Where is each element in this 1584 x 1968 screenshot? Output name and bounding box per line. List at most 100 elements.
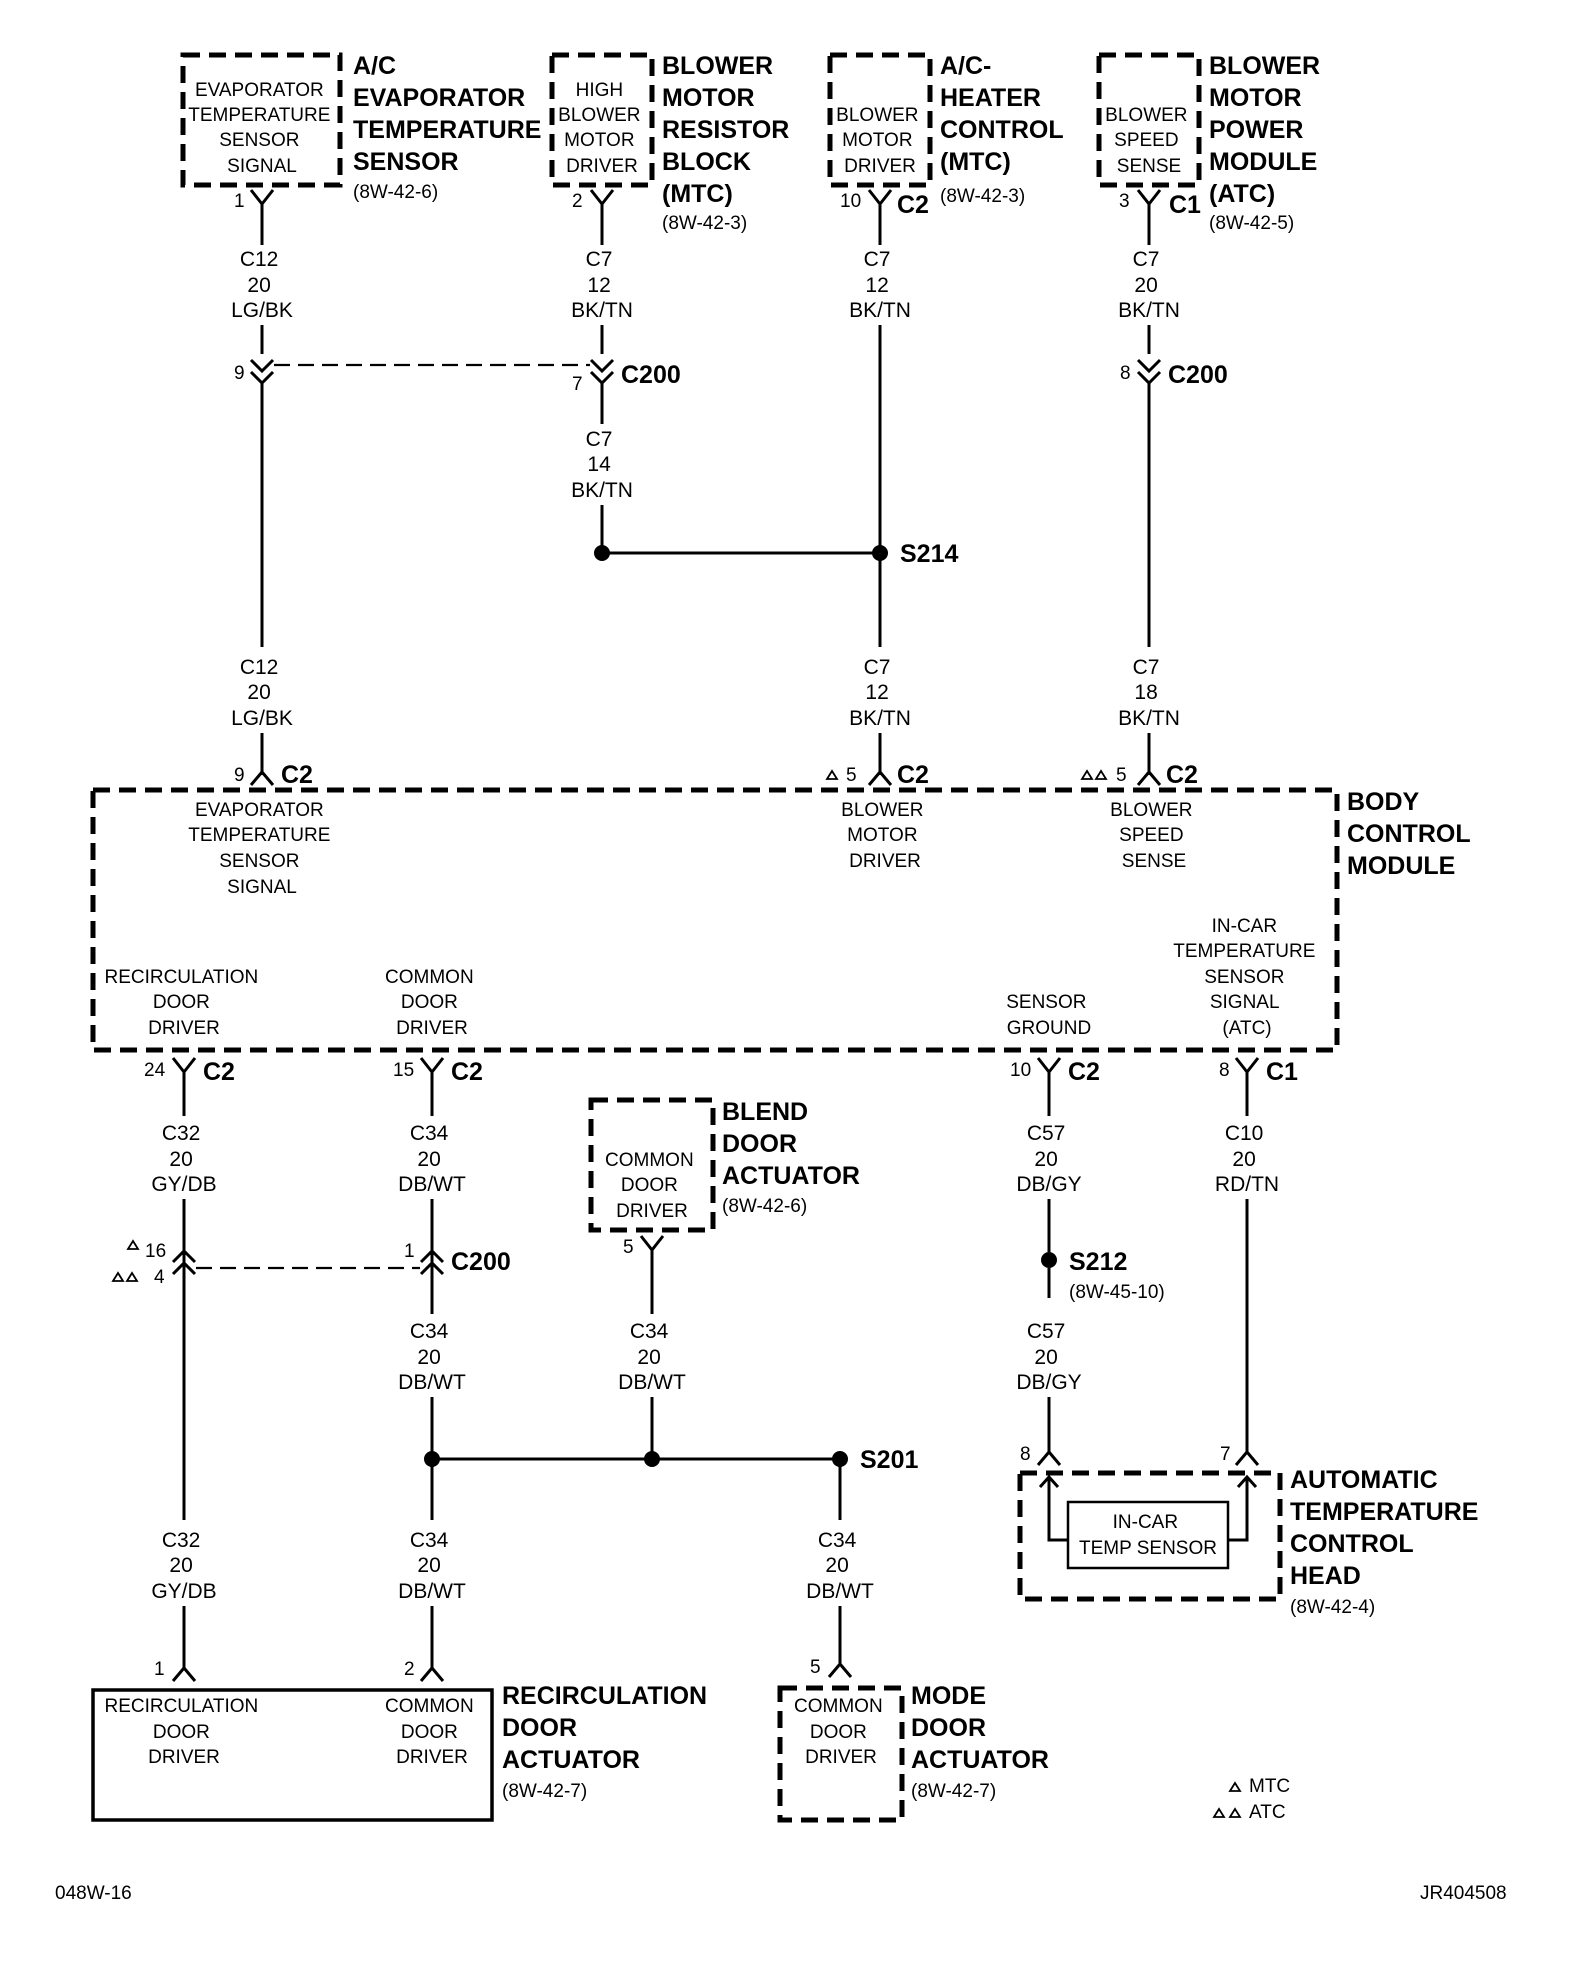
evap-sensor-pin-label: EVAPORATOR TEMPERATURE SENSOR SIGNAL bbox=[188, 80, 335, 177]
splice-s212-ref: (8W-45-10) bbox=[1069, 1282, 1165, 1303]
c200-connector-top: 9 7 C200 8 C200 bbox=[234, 358, 1228, 400]
svg-text:C7 20 BK/TN: C7 20 BK/TN bbox=[1118, 248, 1180, 322]
bcm-speed-sense-label: BLOWER SPEED SENSE bbox=[1110, 800, 1198, 872]
bottom-wire-stubs bbox=[182, 1606, 842, 1668]
heater-control-ref: (8W-42-3) bbox=[940, 186, 1025, 207]
splice-dot bbox=[594, 545, 610, 561]
body-control-module: BODY CONTROL MODULE EVAPORATOR TEMPERATU… bbox=[90, 787, 1477, 1053]
bcm-ground-pin: 10 bbox=[1010, 1060, 1031, 1081]
bcm-incar-pin: 8 bbox=[1219, 1060, 1230, 1081]
svg-text:C32 20 GY/DB: C32 20 GY/DB bbox=[151, 1529, 216, 1603]
c200-bottom-label: C200 bbox=[451, 1248, 511, 1276]
wire-label-w17: C34 20 DB/WT bbox=[398, 1529, 466, 1603]
bcm-speed-sense-pin: 5 bbox=[1116, 765, 1127, 786]
blend-door-title: BLEND DOOR ACTUATOR bbox=[722, 1098, 860, 1190]
bcm-blower-driver-label: BLOWER MOTOR DRIVER bbox=[841, 800, 929, 872]
splice-dot bbox=[644, 1451, 660, 1467]
bcm-recirc-label: RECIRCULATION DOOR DRIVER bbox=[104, 967, 263, 1039]
atc-marker bbox=[1228, 1807, 1242, 1818]
wire-label-w18: C34 20 DB/WT bbox=[806, 1529, 874, 1603]
bcm-ground-connector: C2 bbox=[1068, 1058, 1100, 1086]
wire-label-w14: C34 20 DB/WT bbox=[618, 1320, 686, 1394]
heater-control-title: A/C- HEATER CONTROL (MTC) bbox=[940, 52, 1070, 176]
wire-label-w11: C57 20 DB/GY bbox=[1016, 1122, 1081, 1196]
power-module-ref: (8W-42-5) bbox=[1209, 213, 1294, 234]
resistor-block-pin-label: HIGH BLOWER MOTOR DRIVER bbox=[558, 80, 646, 177]
bcm-title: BODY CONTROL MODULE bbox=[1347, 788, 1477, 880]
svg-text:C7 12 BK/TN: C7 12 BK/TN bbox=[849, 656, 911, 730]
c200-bottom-pin-atc: 4 bbox=[154, 1267, 165, 1288]
bcm-evap-pin: 9 bbox=[234, 765, 245, 786]
splice-dot bbox=[1041, 1252, 1057, 1268]
blend-door-pin-label: COMMON DOOR DRIVER bbox=[605, 1150, 699, 1222]
wire-label-w7: C7 12 BK/TN bbox=[849, 656, 911, 730]
bcm-incar-connector: C1 bbox=[1266, 1058, 1298, 1086]
wire-label-w10: C34 20 DB/WT bbox=[398, 1122, 466, 1196]
vertical-wires-lower bbox=[182, 1262, 1051, 1520]
recirc-actuator-right-label: COMMON DOOR DRIVER bbox=[385, 1696, 479, 1768]
splice-s212-label: S212 bbox=[1069, 1248, 1127, 1276]
splice-s201: S201 bbox=[424, 1446, 918, 1474]
splice-dot bbox=[424, 1451, 440, 1467]
atc-marker bbox=[1094, 769, 1108, 780]
resistor-block-pin: 2 bbox=[572, 191, 583, 212]
svg-text:C34 20 DB/WT: C34 20 DB/WT bbox=[398, 1122, 466, 1196]
atc-marker bbox=[1080, 769, 1094, 780]
c200-top-pin-9: 9 bbox=[234, 363, 245, 384]
svg-text:C12 20 LG/BK: C12 20 LG/BK bbox=[231, 248, 293, 322]
wire-label-w9: C32 20 GY/DB bbox=[151, 1122, 216, 1196]
a-c-heater-control: BLOWER MOTOR DRIVER A/C- HEATER CONTROL … bbox=[827, 52, 1070, 219]
mtc-marker bbox=[1228, 1781, 1242, 1792]
power-module-connector: C1 bbox=[1169, 191, 1201, 219]
svg-text:C10 20 RD/TN: C10 20 RD/TN bbox=[1215, 1122, 1279, 1196]
splice-s212: S212 (8W-45-10) bbox=[1041, 1248, 1165, 1303]
atc-head-pin-7: 7 bbox=[1220, 1444, 1231, 1465]
atc-marker bbox=[1212, 1807, 1226, 1818]
svg-text:C34 20 DB/WT: C34 20 DB/WT bbox=[398, 1529, 466, 1603]
mode-door-ref: (8W-42-7) bbox=[911, 1781, 996, 1802]
wire-label-w15: C57 20 DB/GY bbox=[1016, 1320, 1081, 1394]
splice-s214: S214 bbox=[594, 540, 958, 568]
wire-label-w4: C7 20 BK/TN bbox=[1118, 248, 1180, 322]
blend-door-pin: 5 bbox=[623, 1237, 634, 1258]
legend-mtc: MTC bbox=[1249, 1776, 1290, 1797]
bcm-recirc-connector: C2 bbox=[203, 1058, 235, 1086]
legend-atc: ATC bbox=[1249, 1802, 1286, 1823]
wire-label-w12: C10 20 RD/TN bbox=[1215, 1122, 1279, 1196]
svg-text:C57 20 DB/GY: C57 20 DB/GY bbox=[1016, 1320, 1081, 1394]
bcm-blower-driver-pin: 5 bbox=[846, 765, 857, 786]
bcm-upper-stubs bbox=[260, 733, 1151, 762]
svg-text:C7 12 BK/TN: C7 12 BK/TN bbox=[849, 248, 911, 322]
wire-label-w13: C34 20 DB/WT bbox=[398, 1320, 466, 1394]
wire-label-w3: C7 12 BK/TN bbox=[849, 248, 911, 322]
svg-text:C34 20 DB/WT: C34 20 DB/WT bbox=[398, 1320, 466, 1394]
svg-text:C7 14 BK/TN: C7 14 BK/TN bbox=[571, 428, 633, 502]
splice-s201-label: S201 bbox=[860, 1446, 918, 1474]
mode-door-title: MODE DOOR ACTUATOR bbox=[911, 1682, 1049, 1774]
evaporator-temperature-sensor: EVAPORATOR TEMPERATURE SENSOR SIGNAL A/C… bbox=[180, 52, 541, 212]
power-module-pin: 3 bbox=[1119, 191, 1130, 212]
splice-dot bbox=[832, 1451, 848, 1467]
top-connector-symbols bbox=[249, 189, 1162, 216]
wire-label-w6: C12 20 LG/BK bbox=[231, 656, 293, 730]
bcm-ground-label: SENSOR GROUND bbox=[1006, 992, 1092, 1039]
blower-motor-resistor-block: HIGH BLOWER MOTOR DRIVER BLOWER MOTOR RE… bbox=[549, 52, 796, 234]
svg-text:C32 20 GY/DB: C32 20 GY/DB bbox=[151, 1122, 216, 1196]
bcm-lower-stubs bbox=[182, 1086, 1249, 1452]
bcm-lower-connectors: 24 C2 15 C2 10 C2 8 C1 bbox=[144, 1057, 1298, 1086]
footer-left: 048W-16 bbox=[55, 1883, 132, 1904]
mode-door-pin-label: COMMON DOOR DRIVER bbox=[794, 1696, 888, 1768]
mode-door-actuator: 5 COMMON DOOR DRIVER MODE DOOR ACTUATOR … bbox=[777, 1657, 1049, 1823]
bcm-upper-connectors: 9 C2 5 C2 5 C2 bbox=[234, 761, 1198, 789]
atc-head-ref: (8W-42-4) bbox=[1290, 1597, 1375, 1618]
recirc-actuator-ref: (8W-42-7) bbox=[502, 1781, 587, 1802]
recirc-actuator-title: RECIRCULATION DOOR ACTUATOR bbox=[502, 1682, 714, 1774]
resistor-block-title: BLOWER MOTOR RESISTOR BLOCK (MTC) bbox=[662, 52, 796, 208]
evap-sensor-pin: 1 bbox=[234, 191, 245, 212]
svg-text:C7 18 BK/TN: C7 18 BK/TN bbox=[1118, 656, 1180, 730]
wire-label-w8: C7 18 BK/TN bbox=[1118, 656, 1180, 730]
heater-control-pin-label: BLOWER MOTOR DRIVER bbox=[836, 105, 924, 177]
svg-text:C34 20 DB/WT: C34 20 DB/WT bbox=[806, 1529, 874, 1603]
blend-door-actuator: COMMON DOOR DRIVER BLEND DOOR ACTUATOR (… bbox=[588, 1097, 860, 1262]
